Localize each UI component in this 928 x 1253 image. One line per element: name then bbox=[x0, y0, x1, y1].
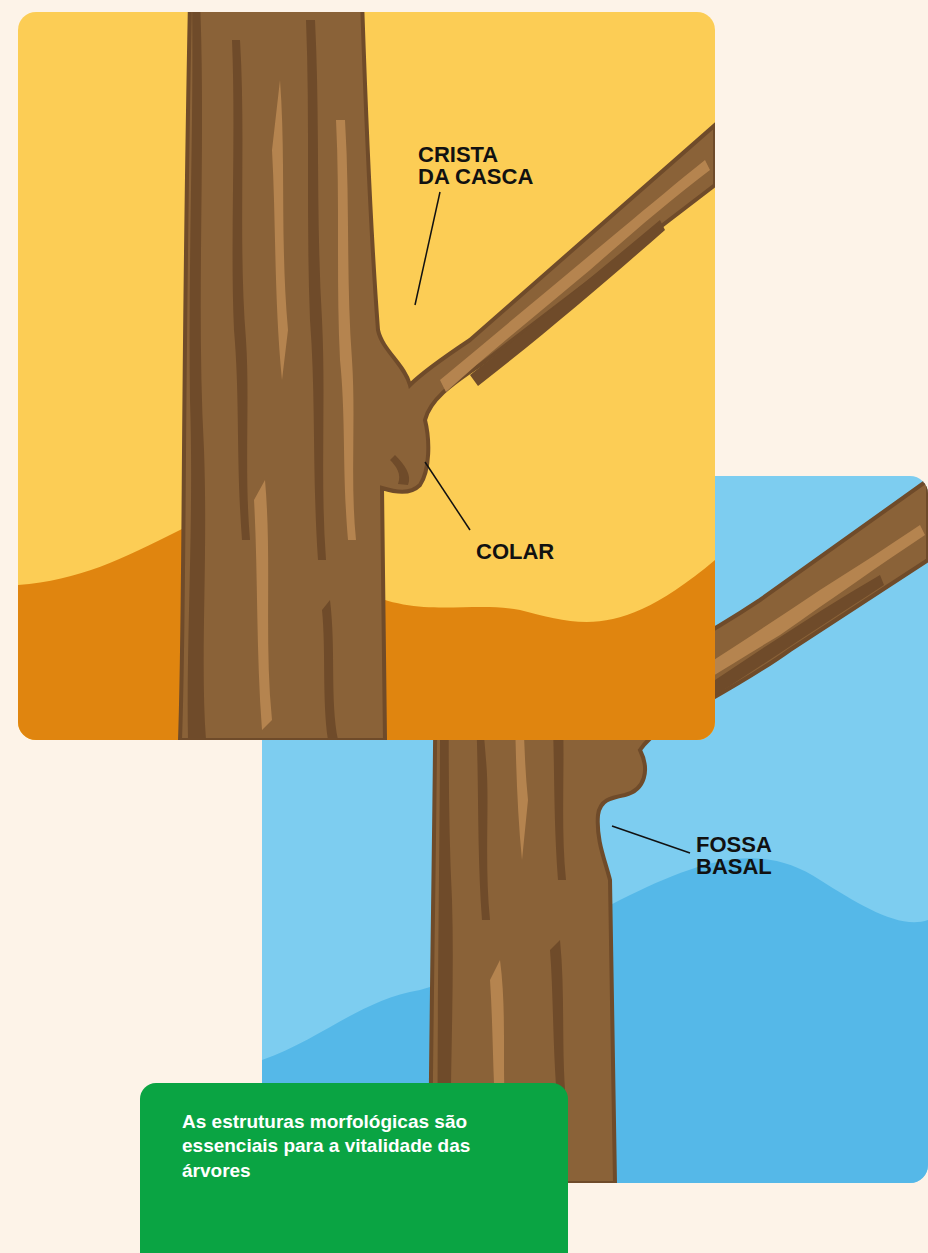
part-label: COLAR bbox=[476, 541, 596, 563]
part-label: CRISTA DA CASCA bbox=[418, 144, 538, 188]
part-label: FOSSA BASAL bbox=[696, 834, 788, 878]
caption-text: As estruturas morfológicas são essenciai… bbox=[182, 1110, 472, 1183]
caption-box: As estruturas morfológicas são essenciai… bbox=[140, 1083, 568, 1253]
yellow-panel bbox=[18, 12, 715, 740]
leader-lines bbox=[415, 192, 690, 853]
